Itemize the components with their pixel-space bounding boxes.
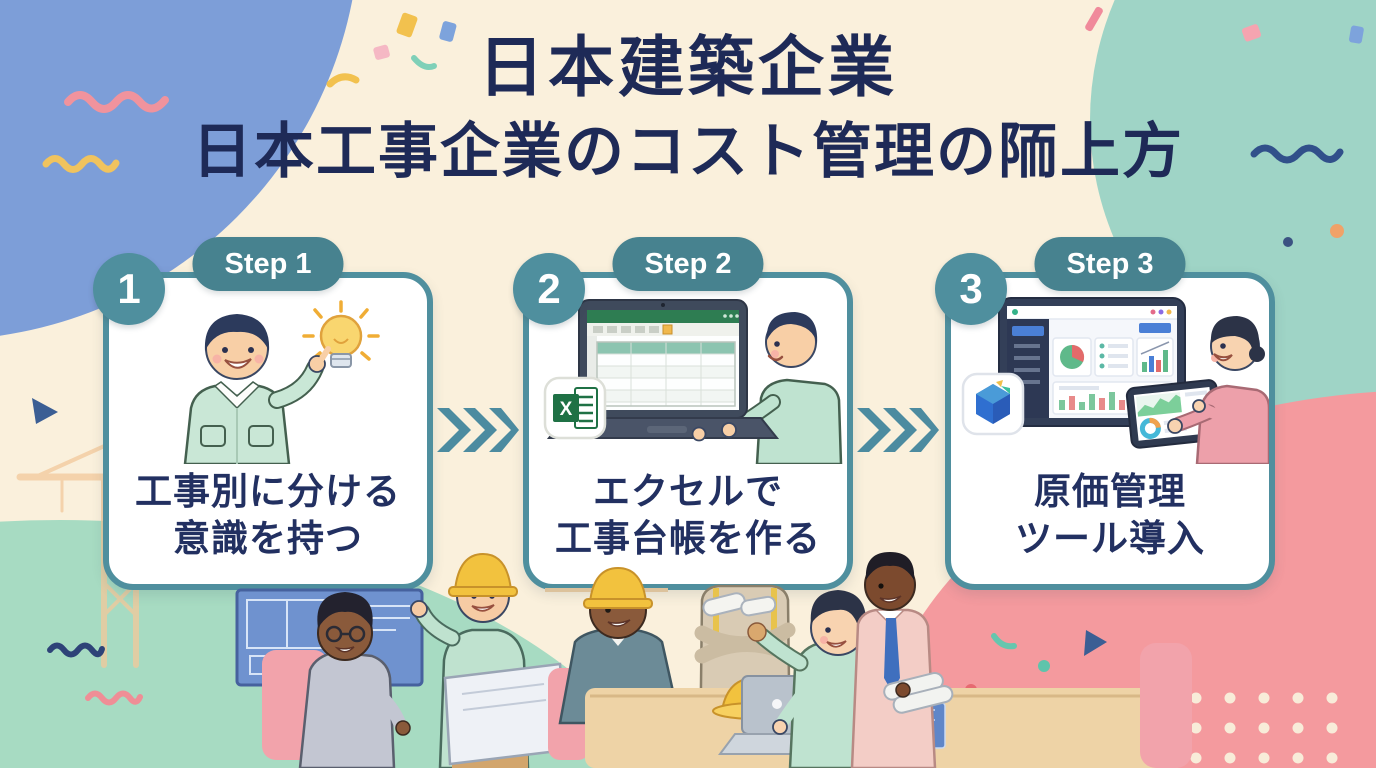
page-title: 日本建築企業 日本工事企業のコスト管理の陑上方 [0, 34, 1376, 182]
step-pill-3: Step 3 [1034, 237, 1186, 291]
step-number-badge-3: 3 [935, 253, 1007, 325]
title-line-1: 日本建築企業 [478, 30, 898, 104]
step-card-2: 2 Step 2 [513, 237, 853, 590]
step-pill-1: Step 1 [192, 237, 344, 291]
step-card-1: 1 Step 1 [93, 237, 433, 590]
dashboard-tablet-icon [951, 296, 1269, 464]
excel-laptop-icon: X [529, 296, 847, 464]
step-card-3: 3 Step 3 [935, 237, 1275, 590]
worker-pointing-lightbulb-icon [109, 296, 427, 464]
step-number-badge-1: 1 [93, 253, 165, 325]
step-pill-2: Step 2 [612, 237, 764, 291]
step-caption-3: 原価管理 ツール導入 [1015, 471, 1205, 560]
svg-text:X: X [560, 399, 573, 420]
step-caption-1: 工事別に分ける 意識を持つ [135, 471, 401, 560]
chevron-arrows-icon-1 [437, 408, 519, 452]
step-caption-2: エクセルで 工事台帳を作る [555, 471, 821, 560]
title-line-2: 日本工事企業のコスト管理の陑上方 [192, 118, 1184, 185]
chevron-arrows-icon-2 [857, 408, 939, 452]
step-number-badge-2: 2 [513, 253, 585, 325]
